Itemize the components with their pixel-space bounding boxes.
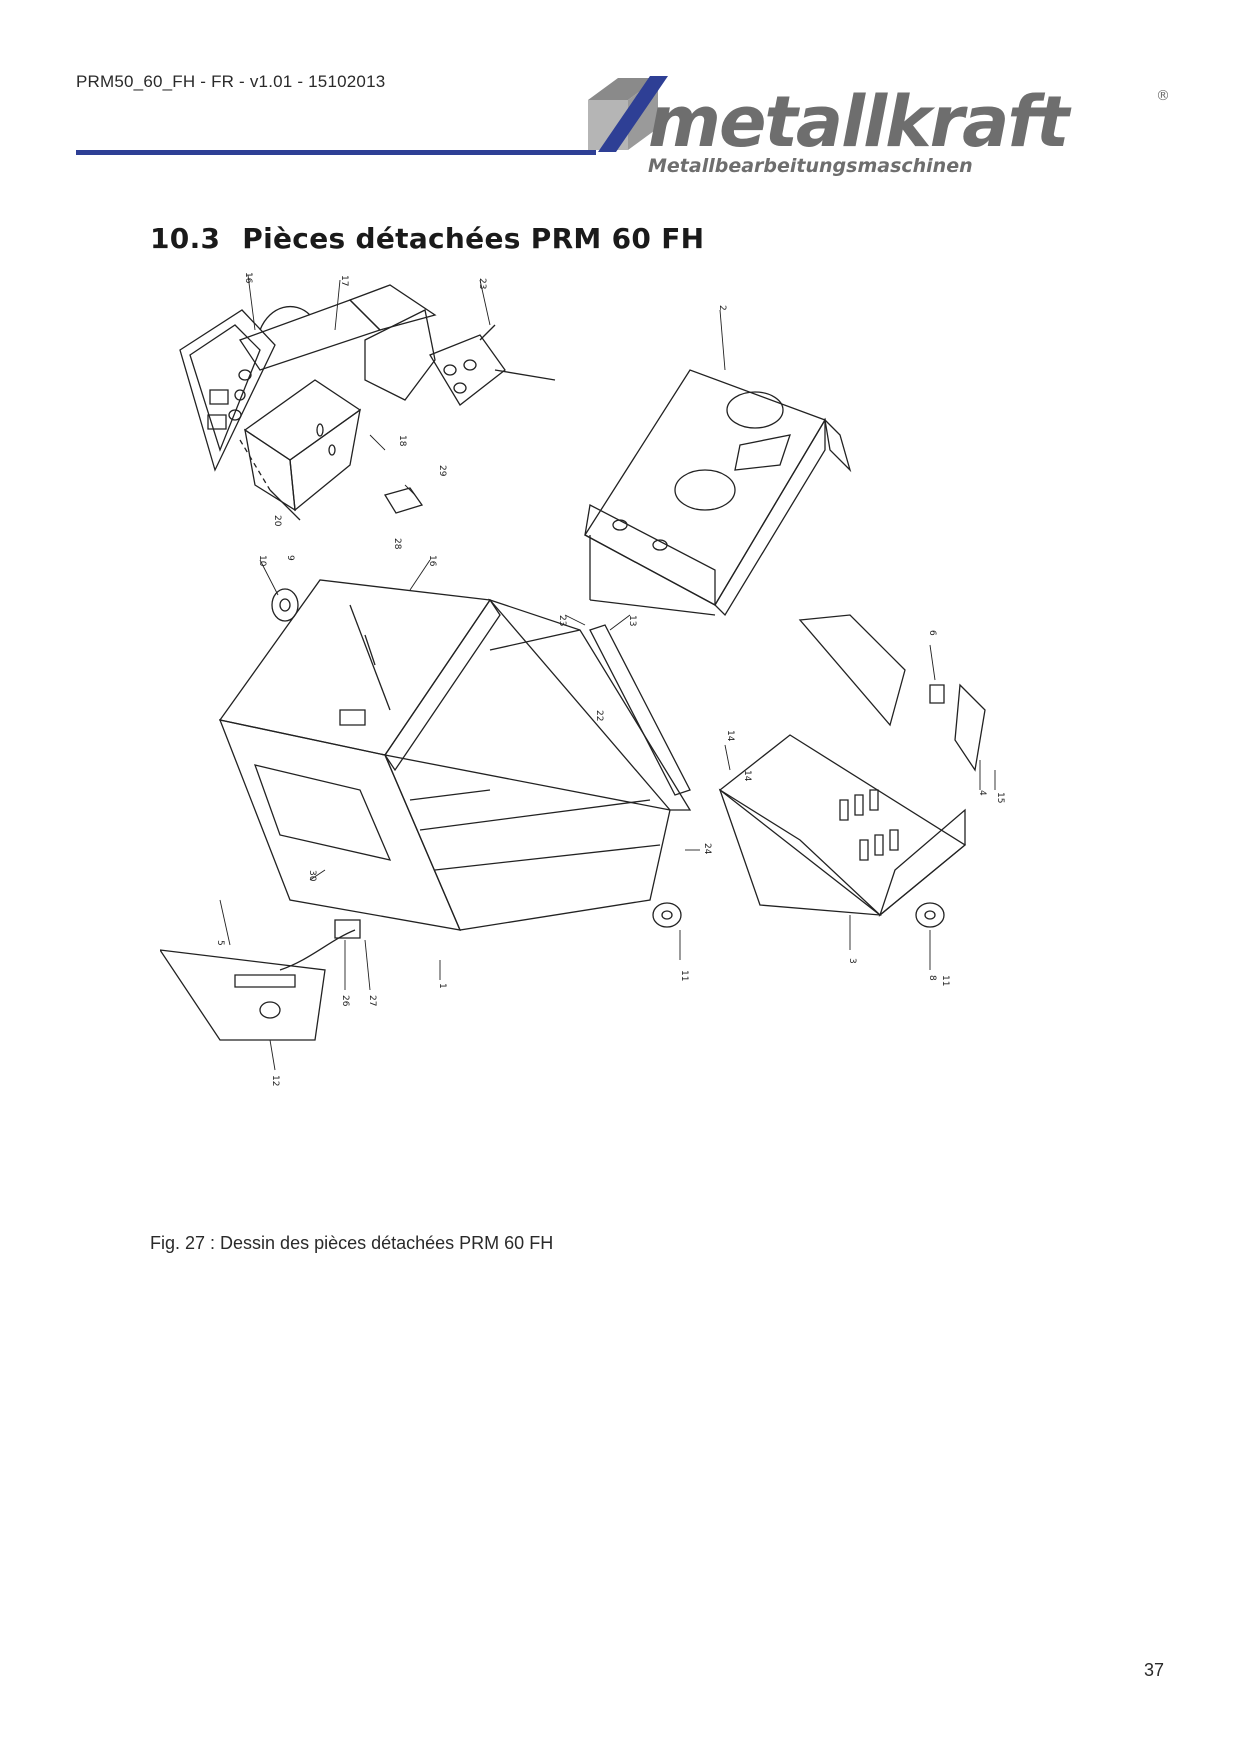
part-label-20: 20: [272, 515, 282, 527]
exploded-parts-drawing: 2 23 17 16 18 29 20 28 10 9 16 23 13 22 …: [160, 272, 1005, 1086]
part-label-3: 3: [847, 958, 857, 964]
side-cover-part: [720, 615, 965, 915]
part-label-18: 18: [397, 435, 407, 447]
registered-mark: ®: [1156, 88, 1168, 104]
small-plate-part: [930, 685, 944, 703]
section-number: 10.3: [150, 222, 221, 255]
part-label-28: 28: [392, 538, 402, 550]
part-label-13: 13: [627, 615, 637, 626]
part-number-labels: 2 23 17 16 18 29 20 28 10 9 16 23 13 22 …: [215, 272, 1005, 1086]
part-label-30: 30: [307, 870, 317, 882]
strut-part: [590, 625, 690, 795]
section-heading: 10.3 Pièces détachées PRM 60 FH: [150, 222, 704, 255]
part-label-8: 8: [927, 975, 937, 981]
foot-parts: [272, 589, 944, 927]
bracket-part: [240, 380, 360, 520]
document-id: PRM50_60_FH - FR - v1.01 - 15102013: [76, 72, 386, 91]
part-label-1: 1: [437, 983, 447, 989]
metallkraft-logo: metallkraft ® Metallbearbeitungsmaschine…: [588, 76, 1168, 177]
part-label-16: 16: [243, 272, 253, 284]
part-label-4: 4: [977, 790, 987, 796]
part-label-5: 5: [215, 940, 225, 946]
part-label-27: 27: [367, 995, 377, 1006]
part-label-14: 14: [725, 730, 735, 742]
part-label-24: 24: [702, 843, 712, 855]
control-arm-assembly: [180, 285, 555, 470]
logo-tagline: Metallbearbeitungsmaschinen: [648, 155, 973, 177]
front-panel-part: [160, 920, 360, 1040]
part-label-16b: 16: [427, 555, 437, 567]
part-label-15: 15: [995, 792, 1005, 803]
logo-wordmark: metallkraft: [648, 81, 1072, 163]
part-label-22: 22: [594, 710, 604, 721]
part-label-14b: 14: [742, 770, 752, 782]
part-label-6: 6: [927, 630, 937, 636]
part-label-26: 26: [340, 995, 350, 1007]
logo-mark-icon: [588, 76, 668, 152]
cover-plate-part: [955, 685, 985, 770]
header-rule: [76, 150, 596, 155]
part-label-12: 12: [270, 1075, 280, 1086]
top-cover-part: [585, 370, 850, 615]
section-title: Pièces détachées PRM 60 FH: [242, 222, 705, 255]
leader-lines: [220, 275, 995, 1070]
figure-caption: Fig. 27 : Dessin des pièces détachées PR…: [150, 1233, 554, 1253]
part-label-9: 9: [285, 555, 295, 561]
part-label-10: 10: [257, 555, 267, 567]
part-label-17: 17: [339, 275, 349, 286]
part-label-2: 2: [717, 305, 727, 311]
plate-part: [385, 488, 422, 513]
part-label-23b: 23: [557, 615, 567, 626]
part-label-11: 11: [679, 970, 689, 981]
part-label-23: 23: [477, 278, 487, 289]
part-label-29: 29: [437, 465, 447, 477]
main-frame-part: [220, 580, 690, 930]
part-label-11b: 11: [940, 975, 950, 986]
page-number: 37: [1143, 1660, 1164, 1680]
